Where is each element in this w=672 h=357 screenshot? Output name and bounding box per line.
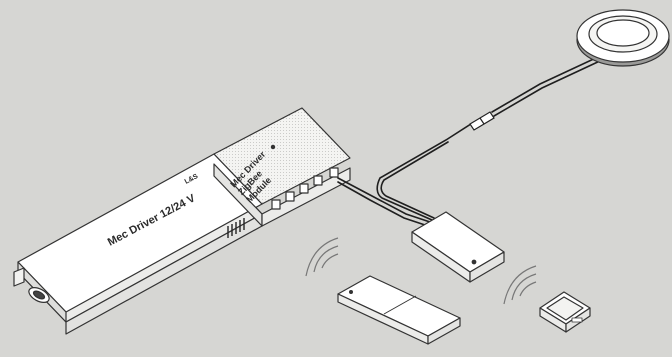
spotlight	[577, 10, 669, 66]
inline-connector	[470, 112, 494, 130]
cables	[338, 54, 610, 226]
button-signal-icon	[504, 266, 536, 304]
wireless-push-button	[540, 292, 590, 332]
wireless-remote	[338, 276, 460, 344]
remote-signal-icon	[306, 238, 338, 276]
junction-box	[412, 212, 504, 282]
